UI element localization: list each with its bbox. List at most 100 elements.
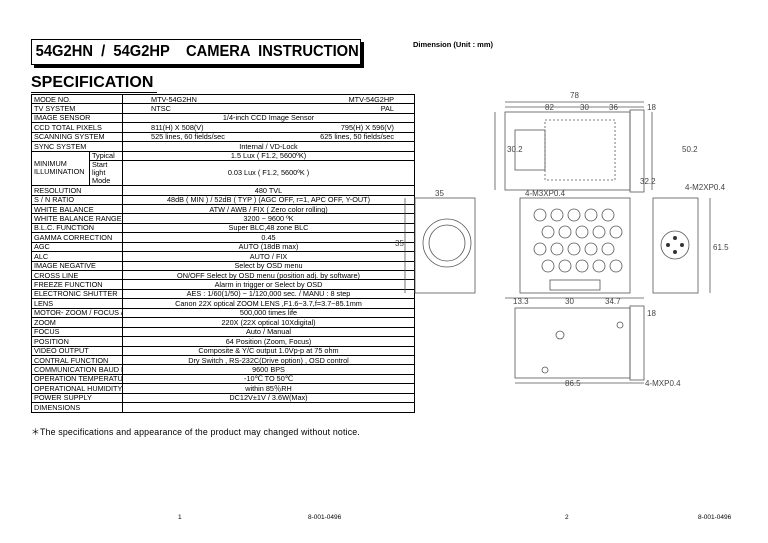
mount-hole [601,242,615,256]
illum-startlight-value: 0.03 Lux ( F1.2, 5600ºK ) [122,160,415,187]
back-view-body [652,197,699,294]
row-value: Select by OSD menu [122,260,415,272]
row-label: S / N RATIO [30,194,124,206]
dim-82: 82 [545,103,554,112]
mount-hole [550,208,564,222]
row-label: FREEZE FUNCTION [30,279,124,290]
row-value: Super BLC,48 zone BLC [122,222,415,234]
dim-m3-hole: 4-M3XP0.4 [525,189,566,198]
top-view-mount [629,109,645,193]
mount-hole [575,259,589,273]
row-label: SYNC SYSTEM [30,141,124,152]
dimension-drawing: 78 82 30 36 18 30.2 50.2 32.2 4-M2XP0.4 … [395,91,729,388]
dim-50-2: 50.2 [682,145,698,154]
dim-30: 30 [580,103,589,112]
row-label: RESOLUTION [30,185,124,196]
row-value: AUTO / FIX [122,251,415,262]
row-value: 48dB ( MIN ) / 52dB ( TYP ) (AGC OFF, r=… [122,194,415,206]
row-value: Dry Switch , RS-232C(Drive option) , OSD… [122,354,415,366]
ntsc-value: 811(H) X 508(V) [151,122,204,132]
model-pal: MTV-54G2HP [348,94,394,104]
mount-hole [592,225,606,239]
page-number-1: 1 [178,514,182,521]
row-label: ALC [30,251,124,262]
dim-13-3: 13.3 [513,297,529,306]
dim-18-bottom: 18 [647,309,656,318]
mount-hole [558,259,572,273]
ntsc-value: NTSC [151,104,171,113]
front-view-body [414,197,476,294]
row-value: 0.45 [122,232,415,243]
top-view-body [504,111,631,191]
doc-code-1: 8-001-0496 [308,514,342,521]
row-label: MOTOR- ZOOM / FOCUS / IRIS [30,307,124,319]
row-label: WHITE BALANCE [30,203,124,215]
mount-hole [533,208,547,222]
row-value: 500,000 times life [122,307,415,319]
mount-hole [609,225,623,239]
doc-code-2: 8-001-0496 [698,514,732,521]
illum-typical-label: Typical [88,150,124,162]
dim-32-2: 32.2 [640,177,656,186]
disclaimer-note: ＊The specifications and appearance of th… [31,427,360,437]
row-label: POWER SUPPLY [30,392,124,404]
row-label: SCANNING SYSTEM [30,131,124,143]
row-value: Internal / VD-Lock [122,141,415,152]
dim-35-width: 35 [435,189,444,198]
dim-35-height: 35 [395,239,404,248]
row-value: AUTO (18dB max) [122,241,415,253]
dim-18: 18 [647,103,656,112]
dim-m2-hole: 4-M2XP0.4 [685,183,726,192]
pal-value: 795(H) X 596(V) [340,122,394,132]
row-label: IMAGE NEGATIVE [30,260,124,272]
dim-36: 36 [609,103,618,112]
mount-hole [541,225,555,239]
row-label: B.L.C. FUNCTION [30,222,124,234]
row-value: within 85％RH [122,383,415,394]
row-label: POSITION [30,336,124,347]
row-label: ZOOM [30,317,124,328]
illum-startlight-label: Start light Mode [88,160,124,187]
mount-hole [558,225,572,239]
table-row: COMMUNICATION BAUD RATE9600 BPS [30,364,415,375]
row-value: Alarm in trigger or Select by OSD [122,279,415,290]
front-view-lens [422,218,472,268]
row-value: Composite & Y/C output 1.0Vp-p at 75 ohm [122,345,415,357]
dim-mxp-hole: 4-MXP0.4 [645,379,681,388]
side-view-body [519,197,631,294]
mount-hole [541,259,555,273]
dim-34-7: 34.7 [605,297,621,306]
row-label: WHITE BALANCE RANGE [30,213,124,224]
row-label: IMAGE SENSOR [30,112,124,124]
row-value [122,402,415,413]
pal-value: 625 lines, 50 fields/sec [320,132,394,142]
illum-typical-value: 1.5 Lux ( F1.2, 5600ºK) [122,150,415,162]
row-value: AES : 1/60(1/50) ~ 1/120,000 sec. / MANU… [122,288,415,300]
row-label: LENS [30,298,124,309]
mount-hole [609,259,623,273]
table-row: OPERATION TEMPERATURE-10℃ TO 50℃ [30,373,415,385]
row-label: AGC [30,241,124,253]
row-label: ELECTRONIC SHUTTER [30,288,124,300]
row-value: 480 TVL [122,185,415,196]
